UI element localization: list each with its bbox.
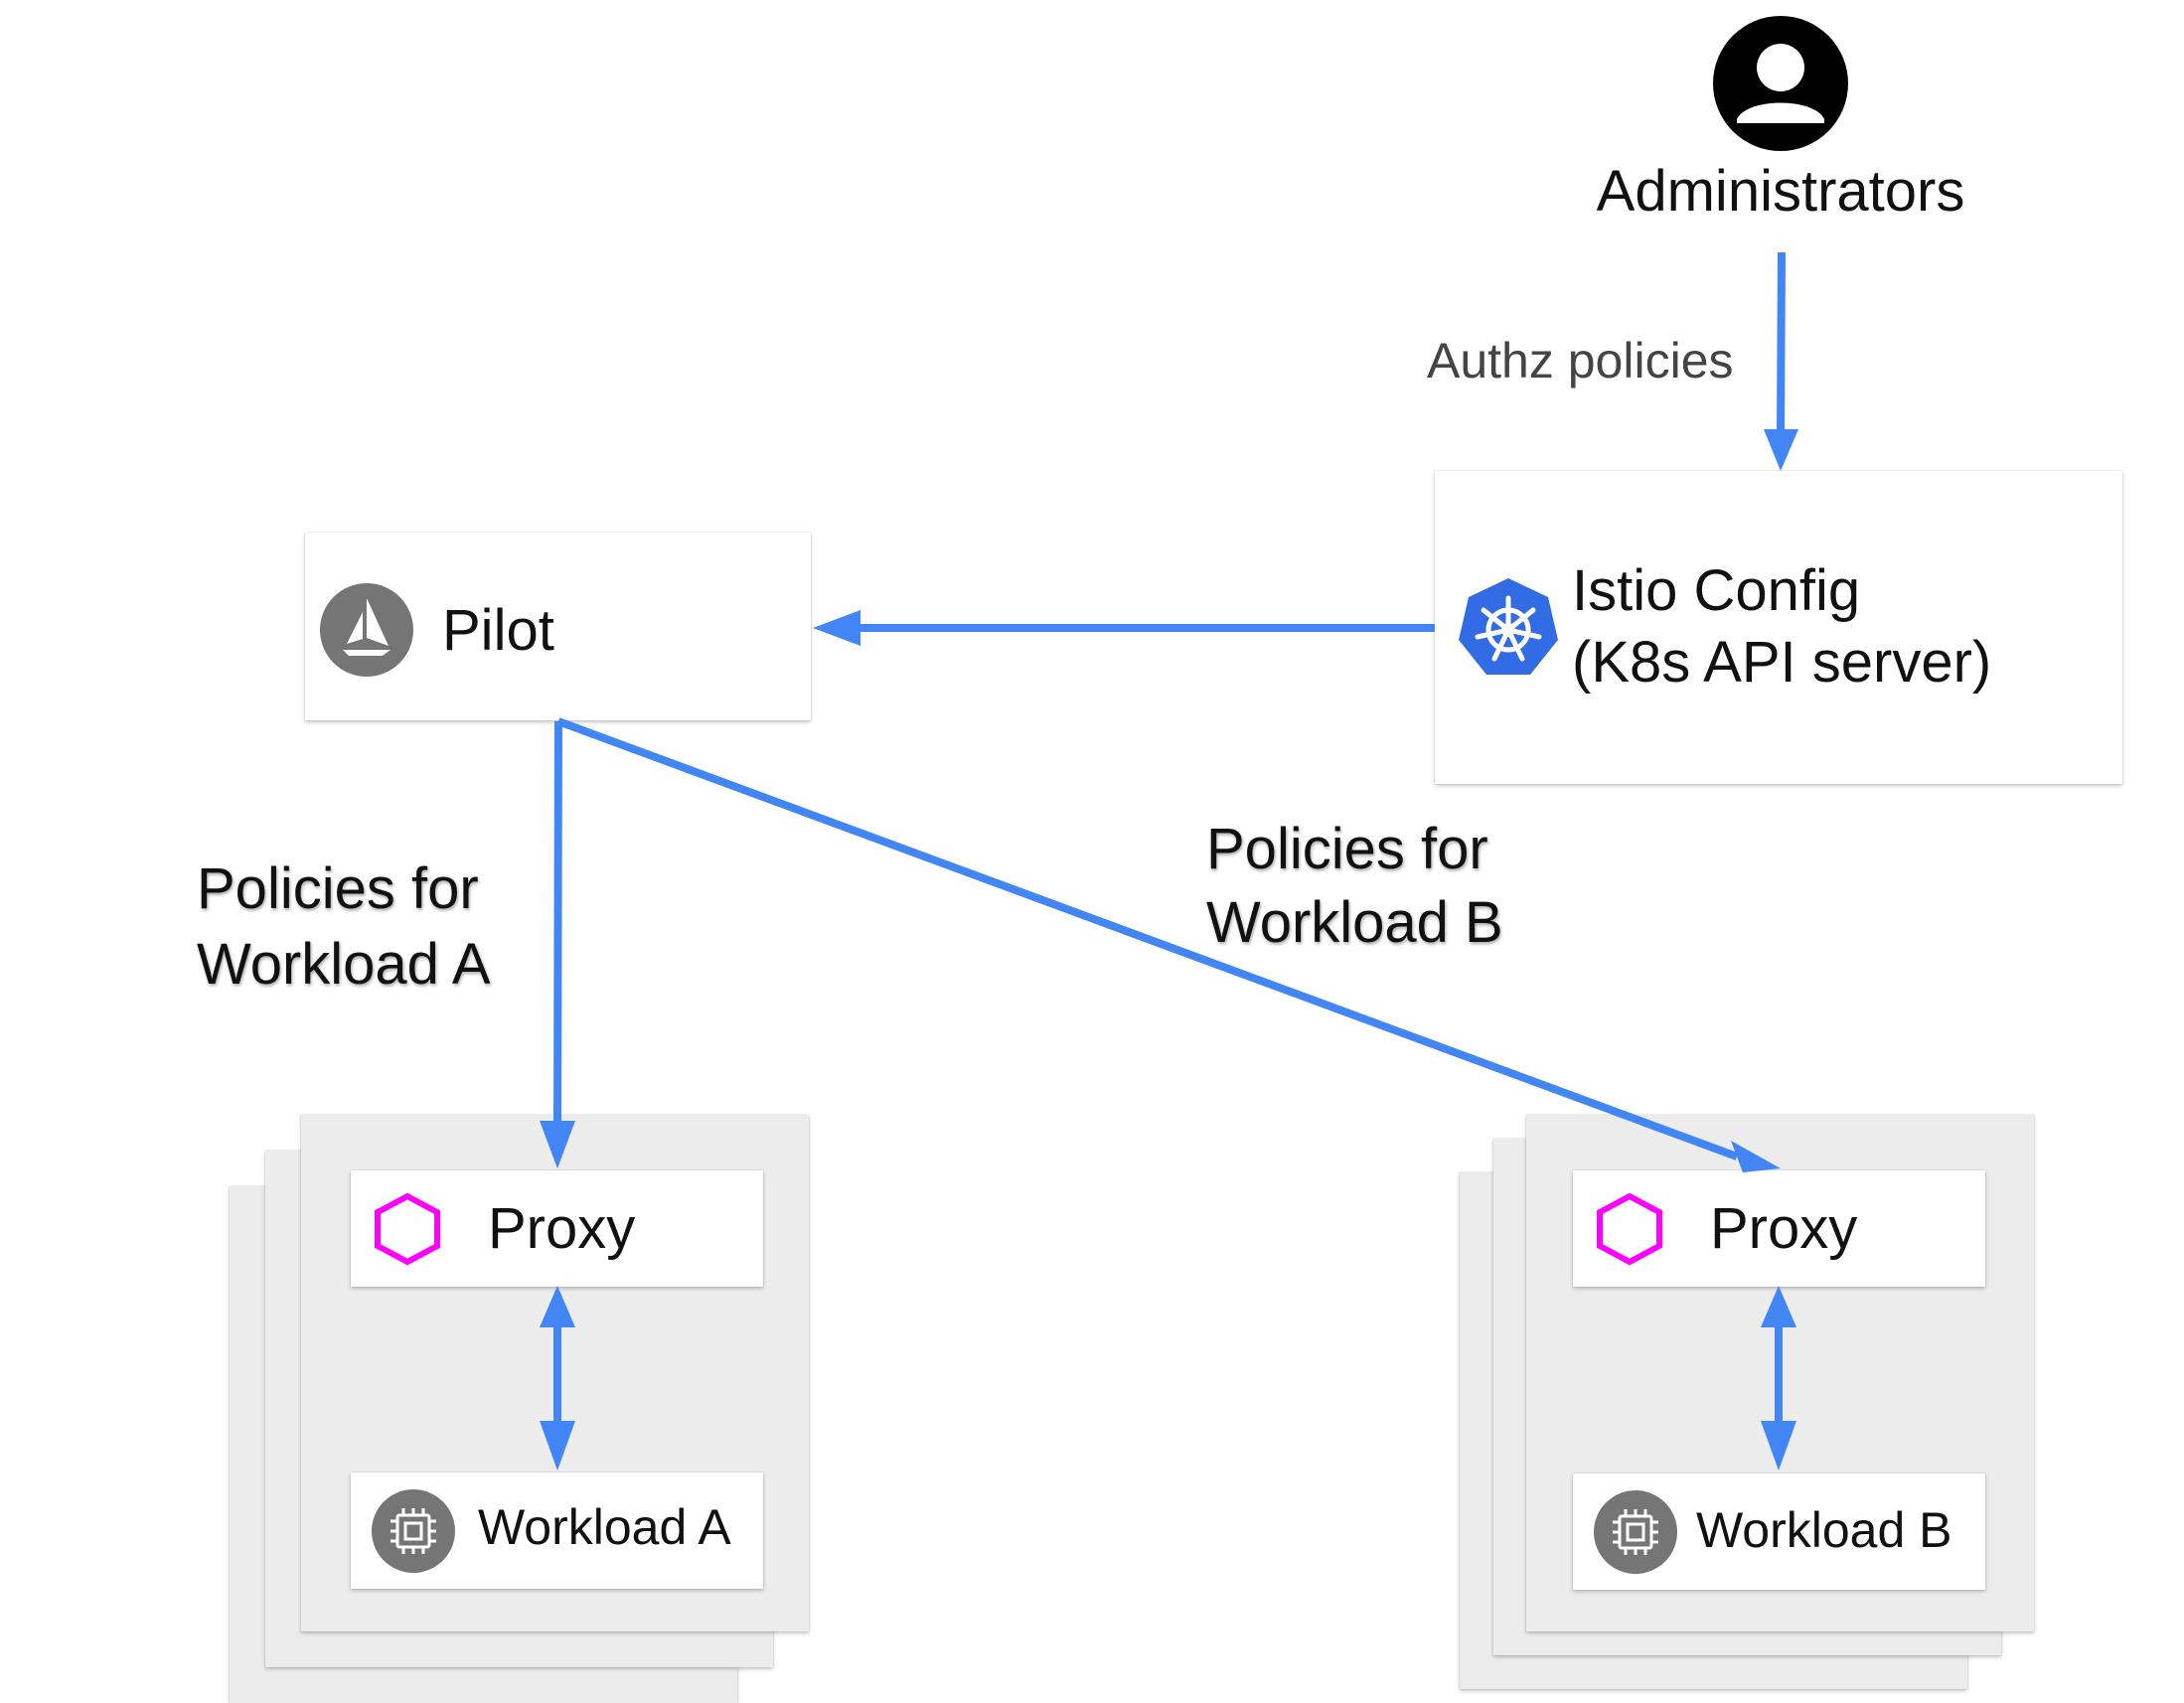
workload-b-pod: Proxy Workload B <box>1526 1115 2034 1631</box>
admin-to-config-arrowhead <box>1764 429 1798 471</box>
pilot-to-proxy-a-arrow <box>553 720 562 1128</box>
proxy-b-label: Proxy <box>1710 1196 1858 1261</box>
workload-a-label: Workload A <box>478 1499 731 1555</box>
workload-b-label: Workload B <box>1696 1502 1952 1558</box>
admin-to-config-arrow <box>1777 251 1786 438</box>
cpu-chip-icon <box>1594 1490 1677 1574</box>
workload-b-box: Workload B <box>1573 1473 1985 1590</box>
policies-workload-a-line2: Workload A <box>197 932 491 997</box>
proxy-a-label: Proxy <box>488 1196 636 1261</box>
policies-workload-b-line2: Workload B <box>1206 890 1503 955</box>
istio-sailboat-icon <box>320 583 413 677</box>
hexagon-proxy-icon <box>1597 1192 1662 1266</box>
proxy-a-box: Proxy <box>351 1170 763 1287</box>
pilot-box: Pilot <box>305 533 811 720</box>
pilot-label: Pilot <box>442 598 554 663</box>
istio-config-box: Istio Config (K8s API server) <box>1435 471 2122 784</box>
cpu-chip-icon <box>372 1489 455 1573</box>
istio-config-title: Istio Config <box>1572 558 1861 623</box>
administrators-label: Administrators <box>1596 159 1965 224</box>
proxy-b-box: Proxy <box>1573 1170 1985 1287</box>
hexagon-proxy-icon <box>375 1192 440 1266</box>
authz-policies-label: Authz policies <box>1427 333 1734 388</box>
policies-workload-b-line1: Policies for <box>1206 817 1488 881</box>
config-to-pilot-arrowhead <box>813 610 860 646</box>
workload-a-box: Workload A <box>351 1472 763 1589</box>
user-account-icon <box>1713 16 1848 151</box>
istio-config-subtitle: (K8s API server) <box>1572 630 1992 695</box>
workload-a-pod: Proxy Workload A <box>301 1115 809 1631</box>
policies-workload-a-line1: Policies for <box>197 856 479 921</box>
kubernetes-helm-icon <box>1459 578 1558 675</box>
pilot-to-proxy-b-arrow <box>556 717 1739 1161</box>
